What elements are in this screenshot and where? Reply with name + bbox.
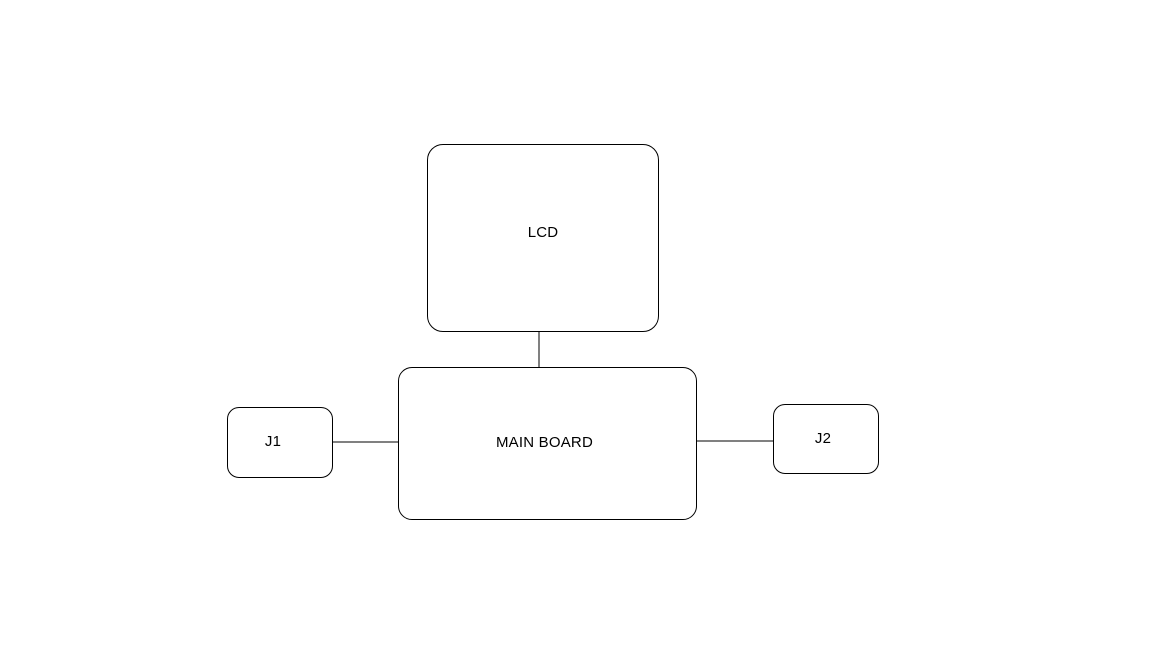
j2-label: J2 xyxy=(814,430,832,447)
main-board-block: MAIN BOARD xyxy=(398,367,697,520)
j1-block: J1 xyxy=(227,407,333,478)
j2-block: J2 xyxy=(773,404,879,474)
j1-label: J1 xyxy=(264,433,282,450)
main-board-label: MAIN BOARD xyxy=(495,434,593,451)
lcd-label: LCD xyxy=(527,224,559,241)
lcd-block: LCD xyxy=(427,144,659,332)
